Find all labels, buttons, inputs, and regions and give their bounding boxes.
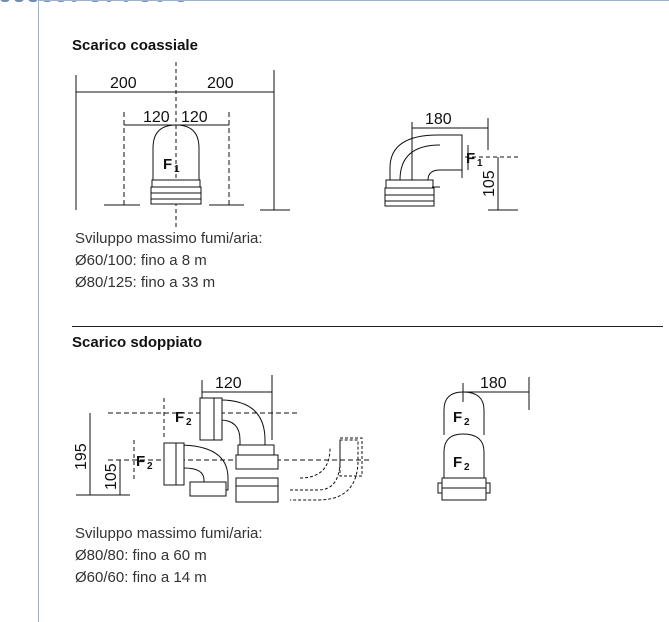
label-f1-elbow-sub: 1 (477, 158, 483, 169)
coassiale-info-line: Sviluppo massimo fumi/aria: (75, 230, 263, 247)
label-f2-top-sub: 2 (186, 417, 192, 428)
label-f2-low: F (136, 453, 145, 470)
dim-195: 195 (73, 443, 90, 470)
label-f2-top: F (175, 409, 184, 426)
dim-120-right: 120 (181, 109, 208, 126)
section-title-sdoppiato: Scarico sdoppiato (72, 334, 203, 351)
section-divider (72, 326, 663, 327)
label-f2-side-low: F (453, 454, 462, 471)
dim-120-split: 120 (215, 375, 242, 392)
dim-200-right: 200 (207, 75, 234, 92)
label-f1-front: F (163, 156, 172, 173)
dim-180-split: 180 (480, 375, 507, 392)
coaxial-elbow-diagram (384, 118, 518, 211)
label-f2-low-sub: 2 (147, 461, 153, 472)
split-side-diagram (437, 377, 530, 501)
coassiale-info-line: Ø60/100: fino a 8 m (75, 252, 207, 269)
sdoppiato-info-line: Ø80/80: fino a 60 m (75, 547, 207, 564)
section-title-coassiale: Scarico coassiale (72, 37, 198, 54)
label-f2-side-top: F (453, 409, 462, 426)
dim-120-left: 120 (143, 109, 170, 126)
label-f1-elbow: F (466, 150, 475, 167)
dim-180-coax: 180 (425, 111, 452, 128)
dim-105-coax: 105 (481, 170, 498, 197)
top-strip (0, 0, 669, 6)
label-f1-front-sub: 1 (174, 164, 180, 175)
label-f2-side-low-sub: 2 (464, 462, 470, 473)
panel-border (38, 0, 669, 622)
dim-105-split: 105 (103, 463, 120, 490)
split-front-diagram (76, 375, 370, 503)
coassiale-info-line: Ø80/125: fino a 33 m (75, 274, 216, 291)
sdoppiato-info-line: Sviluppo massimo fumi/aria: (75, 525, 263, 542)
dim-200-left: 200 (110, 75, 137, 92)
label-f2-side-top-sub: 2 (464, 417, 470, 428)
sdoppiato-info-line: Ø60/60: fino a 14 m (75, 569, 207, 586)
coassiale-info: Sviluppo massimo fumi/aria: Ø60/100: fin… (75, 228, 263, 294)
sdoppiato-info: Sviluppo massimo fumi/aria: Ø80/80: fino… (75, 523, 263, 589)
coaxial-front-diagram (75, 62, 290, 230)
